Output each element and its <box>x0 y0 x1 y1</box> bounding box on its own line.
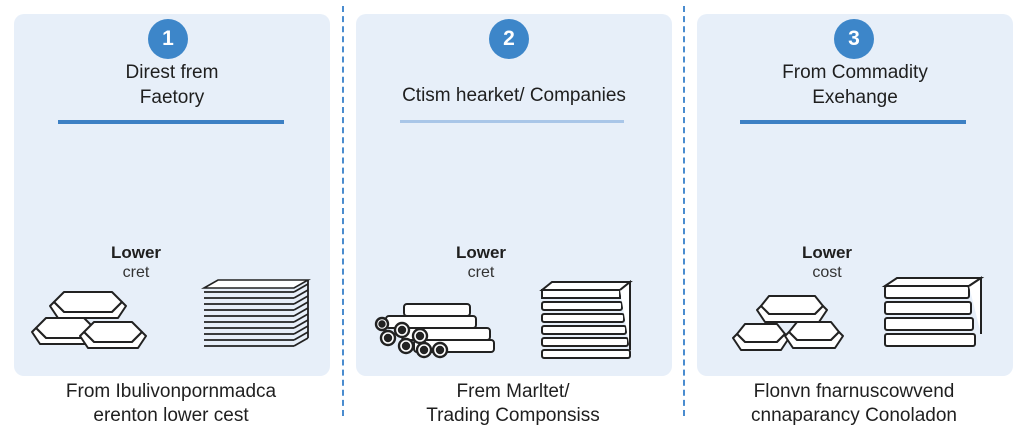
lower-label: Lower <box>110 243 162 262</box>
dashed-divider <box>342 6 344 416</box>
caption-line: Trading Componsiss <box>426 405 600 426</box>
title-underline <box>740 120 966 124</box>
bullion-bars-icon <box>31 291 147 349</box>
dashed-divider <box>683 6 685 416</box>
step-title: From Commadity Exehange <box>697 60 1013 110</box>
step-number-badge: 3 <box>834 19 874 59</box>
step-panel-2: 2 Ctism hearket/ Companies Lower cret <box>356 14 672 376</box>
step-number-badge: 2 <box>489 19 529 59</box>
step-title-line: From Commadity <box>782 62 928 83</box>
lower-cost-label: Lower cret <box>421 243 541 283</box>
lower-cost-label: Lower cret <box>76 243 196 283</box>
caption-line: Frem Marltet/ <box>456 381 570 402</box>
step-caption-1: From Ibulivonpornmadca erenton lower ces… <box>6 380 336 428</box>
stacked-plates-icon <box>539 280 633 359</box>
step-title: Direst frem Faetory <box>14 60 330 110</box>
cost-label: cret <box>122 264 150 281</box>
step-caption-3: Flonvn fnarnuscowvend cnnaparancy Conola… <box>689 380 1019 428</box>
caption-line: From Ibulivonpornmadca <box>65 381 277 402</box>
step-number-badge: 1 <box>148 19 188 59</box>
step-caption-2: Frem Marltet/ Trading Componsiss <box>348 380 678 428</box>
ingot-bars-icon <box>732 295 844 351</box>
step-title-line: Direst frem <box>125 62 219 83</box>
cost-label: cret <box>467 264 495 281</box>
step-title-line: Ctism hearket/ Companies <box>402 85 626 106</box>
caption-line: cnnaparancy Conoladon <box>751 405 957 426</box>
step-title-line: Faetory <box>139 87 205 108</box>
title-underline <box>58 120 284 124</box>
stacked-sheets-icon <box>200 279 312 347</box>
cost-label: cost <box>812 264 842 281</box>
caption-line: Flonvn fnarnuscowvend <box>753 381 955 402</box>
lower-label: Lower <box>801 243 853 262</box>
caption-line: erenton lower cest <box>93 405 249 426</box>
step-title-line: Exehange <box>812 87 898 108</box>
step-panel-1: 1 Direst frem Faetory Lower cret <box>14 14 330 376</box>
step-panel-3: 3 From Commadity Exehange Lower cost <box>697 14 1013 376</box>
title-underline <box>400 120 624 123</box>
step-title: Ctism hearket/ Companies <box>356 83 672 108</box>
bundled-pipes-icon <box>374 303 495 359</box>
lower-label: Lower <box>455 243 507 262</box>
stacked-blocks-icon <box>881 276 985 347</box>
lower-cost-label: Lower cost <box>767 243 887 283</box>
